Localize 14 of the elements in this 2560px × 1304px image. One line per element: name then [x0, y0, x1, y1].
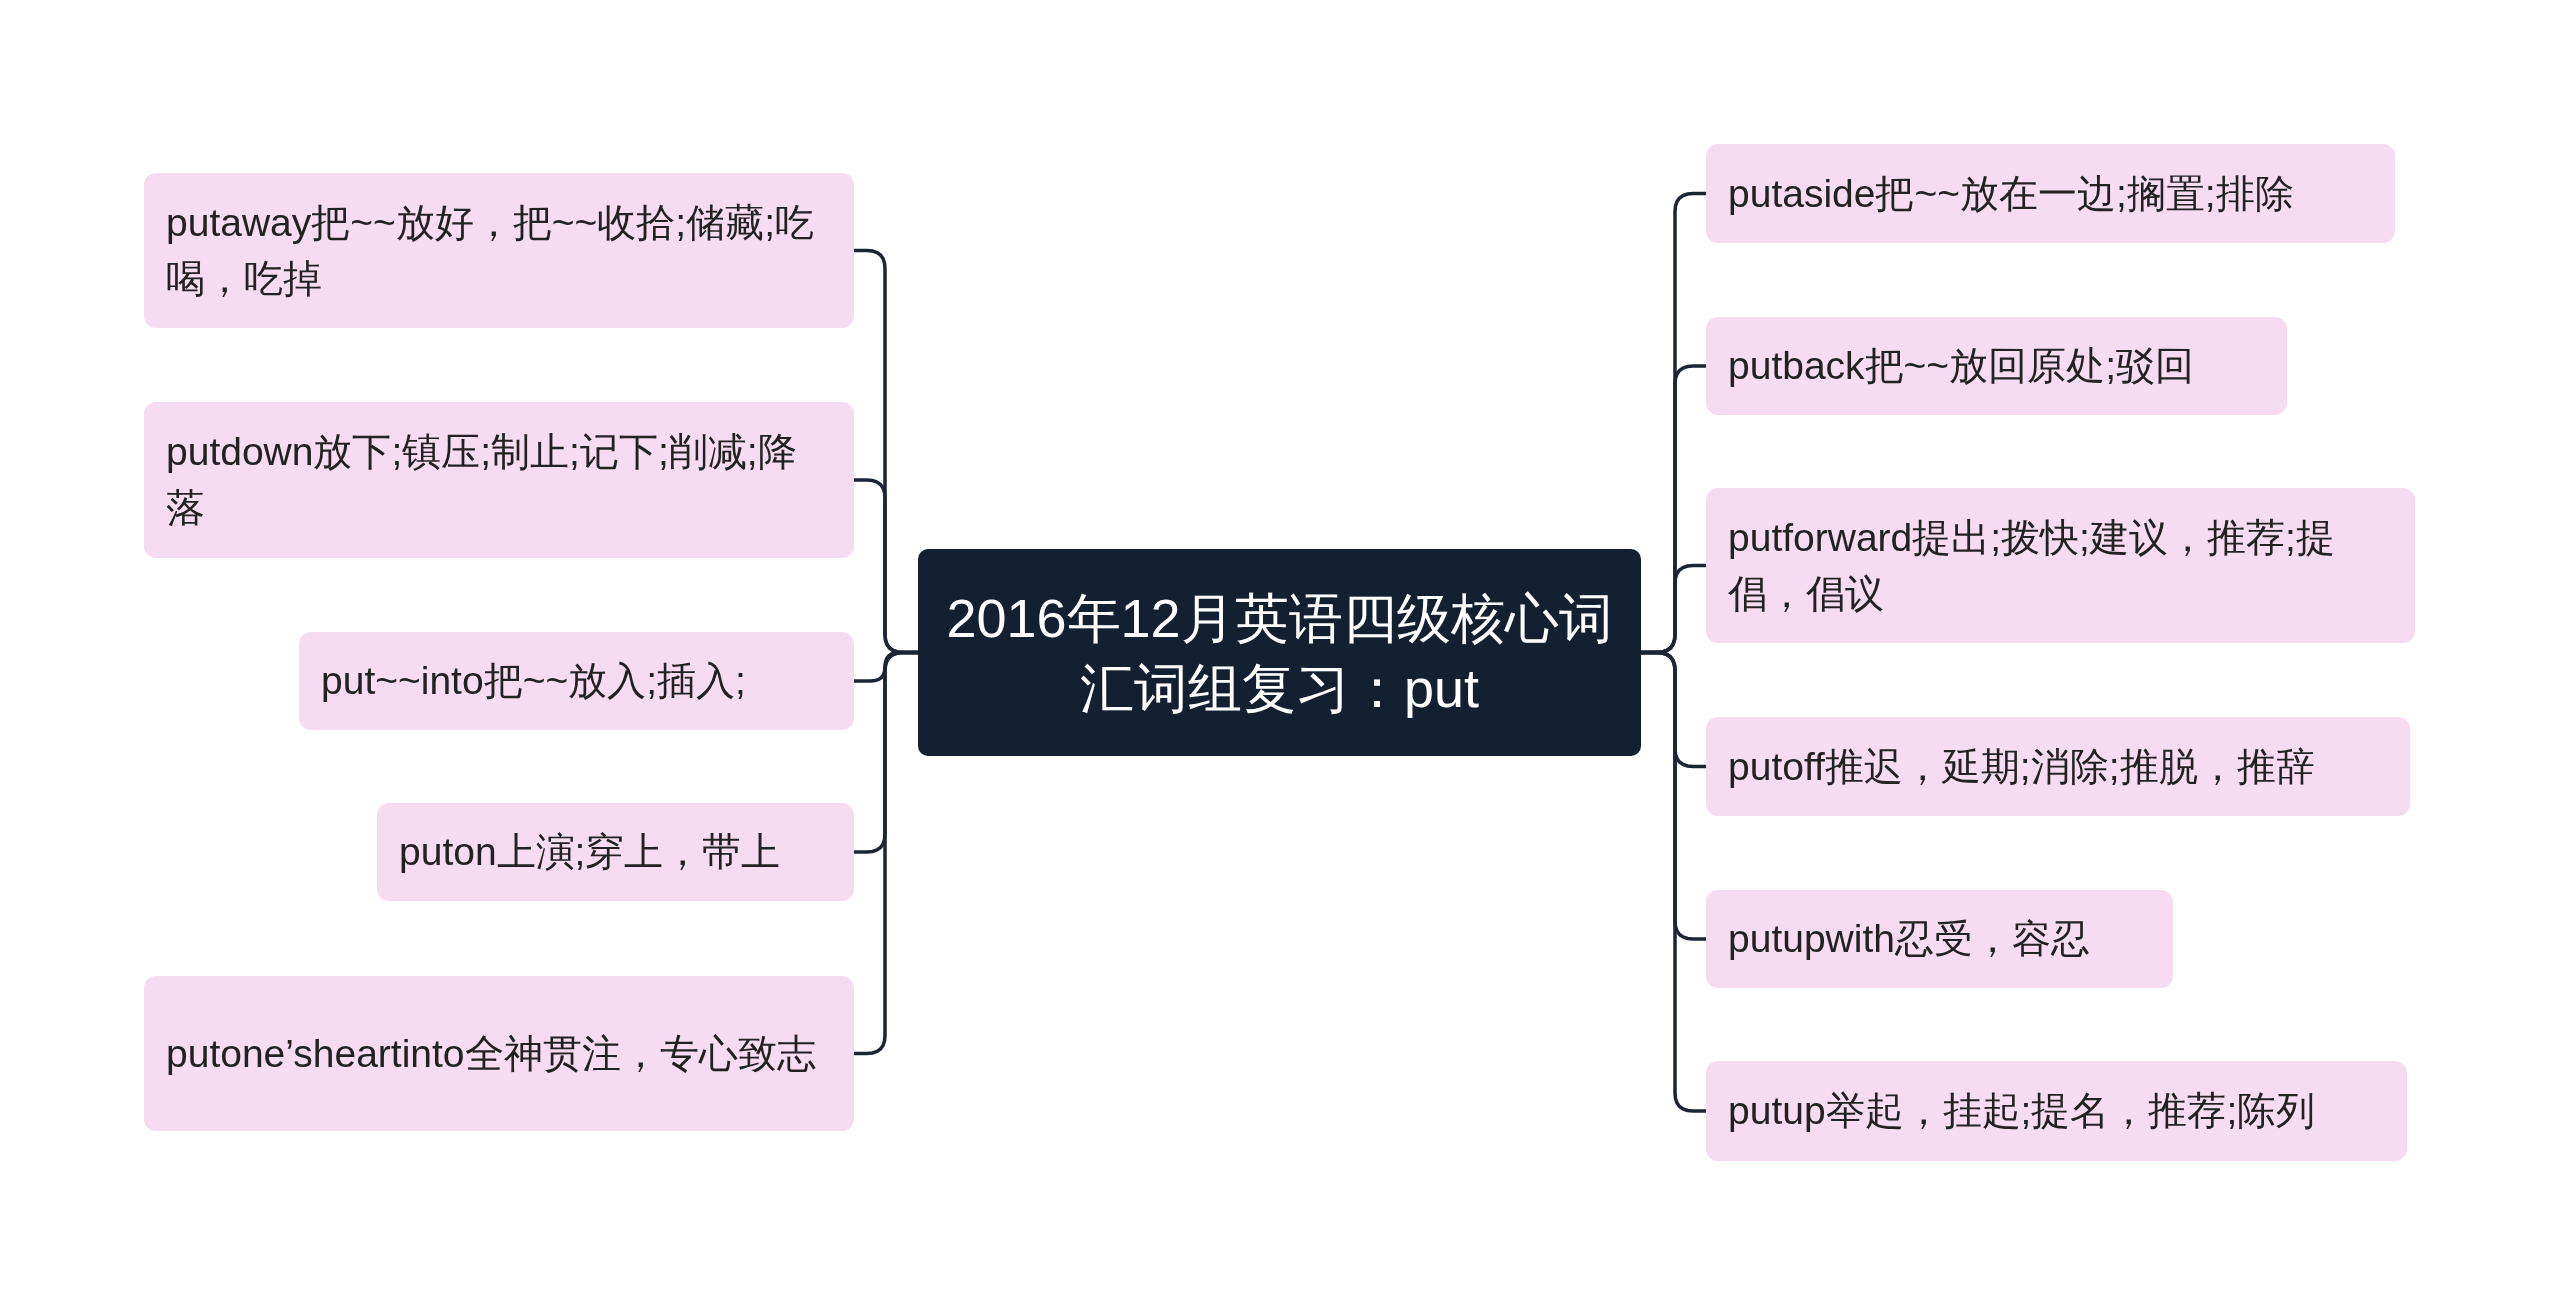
topic-box: putaway把~~放好，把~~收拾;储藏;吃喝，吃掉 [144, 173, 854, 328]
topic-box: putforward提出;拨快;建议，推荐;提倡，倡议 [1706, 488, 2415, 643]
topic-box: put~~into把~~放入;插入; [299, 632, 854, 730]
topic-box: putdown放下;镇压;制止;记下;削减;降落 [144, 402, 854, 558]
topic-box: putupwith忍受，容忍 [1706, 890, 2173, 988]
topic-box: putaside把~~放在一边;搁置;排除 [1706, 144, 2395, 243]
connector-line [1641, 650, 1706, 1113]
connector-line [854, 650, 918, 1056]
central-topic-box: 2016年12月英语四级核心词汇词组复习：put [918, 549, 1641, 756]
topic-box: putone’sheartinto全神贯注，专心致志 [144, 976, 854, 1131]
topic-box: putback把~~放回原处;驳回 [1706, 317, 2287, 415]
topic-box: putup举起，挂起;提名，推荐;陈列 [1706, 1061, 2407, 1161]
topic-box: puton上演;穿上，带上 [377, 803, 854, 901]
topic-box: putoff推迟，延期;消除;推脱，推辞 [1706, 717, 2410, 816]
